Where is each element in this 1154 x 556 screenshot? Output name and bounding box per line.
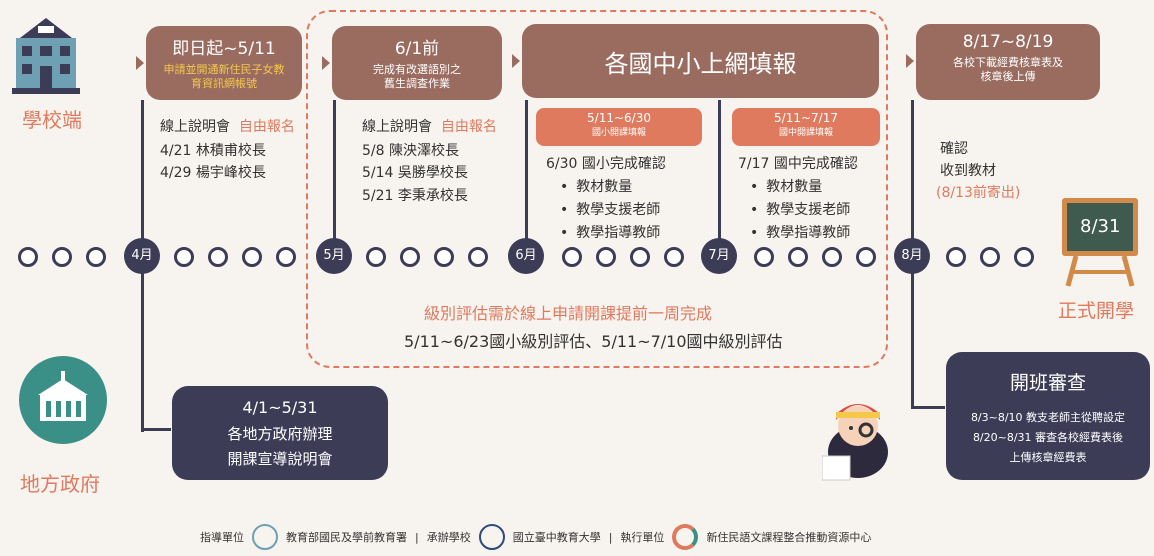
box-junior-reporting: 5/11~7/17 國中開課填報 (732, 108, 880, 146)
col5-line: 確認 (940, 141, 968, 157)
school-side-label: 學校端 (22, 108, 82, 132)
eval-dates: 5/11~6/23國小級別評估、5/11~7/10國中級別評估 (404, 332, 783, 351)
col4-item: 教學支援老師 (750, 199, 850, 219)
box-online-report: 各國中小上網填報 (522, 24, 879, 98)
university-logo-icon (478, 524, 505, 550)
box-apply: 即日起~5/11 申請並開通新住民子女教 育資訊網帳號 (146, 26, 302, 100)
box-survey: 6/1前 完成有改選語別之 舊生調查作業 (332, 26, 502, 100)
col5-line: 收到教材 (940, 163, 996, 179)
box-elementary-reporting: 5/11~6/30 國小開課填報 (536, 108, 702, 146)
month-marker: 7月 (701, 238, 737, 274)
footer-org: 新住民語文課程整合推動資源中心 (706, 531, 872, 544)
month-marker: 5月 (316, 238, 352, 274)
gov-box: 4/1~5/31 各地方政府辦理 開課宣導說明會 (172, 386, 388, 480)
col1-row: 4/21 林積甫校長 (160, 143, 266, 159)
col4-heading: 7/17 國中完成確認 (738, 156, 858, 172)
footer-org: 國立臺中教育大學 (512, 531, 601, 544)
col3-item: 教材數量 (560, 176, 632, 196)
month-marker: 8月 (894, 238, 930, 274)
footer-label: 執行單位 (620, 531, 665, 544)
col2-heading: 線上說明會 自由報名 (362, 119, 497, 135)
moe-logo-icon (252, 524, 278, 550)
col2-row: 5/21 李秉承校長 (362, 188, 468, 204)
col3-item: 教學指導教師 (560, 222, 660, 242)
footer-label: 承辦學校 (426, 531, 471, 544)
col3-item: 教學支援老師 (560, 199, 660, 219)
government-icon (18, 355, 108, 445)
col1-row: 4/29 楊宇峰校長 (160, 165, 266, 181)
col1-heading: 線上說明會 自由報名 (160, 119, 295, 135)
col2-row: 5/14 吳勝學校長 (362, 165, 468, 181)
student-illustration (821, 392, 894, 482)
opening-label: 正式開學 (1058, 300, 1135, 322)
center-logo-icon (672, 524, 699, 550)
month-marker: 6月 (508, 238, 544, 274)
footer-label: 指導單位 (200, 531, 244, 544)
local-gov-label: 地方政府 (20, 472, 100, 496)
dashed-region (306, 10, 888, 368)
chalkboard-icon (1062, 198, 1138, 288)
col4-item: 教學指導教師 (750, 222, 850, 242)
eval-note: 級別評估需於線上申請開課提前一周完成 (424, 304, 713, 323)
footer-org: 教育部國民及學前教育署 (286, 531, 407, 544)
col3-heading: 6/30 國小完成確認 (546, 156, 666, 172)
opening-date: 8/31 (1080, 216, 1121, 237)
school-icon (10, 16, 82, 96)
review-box: 開班審查 8/3~8/10 教支老師主從聘設定 8/20~8/31 審查各校經費… (946, 352, 1150, 480)
col4-item: 教材數量 (750, 176, 822, 196)
footer: 指導單位 教育部國民及學前教育署 | 承辦學校 國立臺中教育大學 | 執行單位 … (200, 522, 871, 552)
box-download: 8/17~8/19 各校下載經費核章表及 核章後上傳 (916, 24, 1100, 100)
col5-note: (8/13前寄出) (936, 185, 1021, 201)
month-marker: 4月 (124, 238, 160, 274)
col2-row: 5/8 陳泱澤校長 (362, 143, 459, 159)
